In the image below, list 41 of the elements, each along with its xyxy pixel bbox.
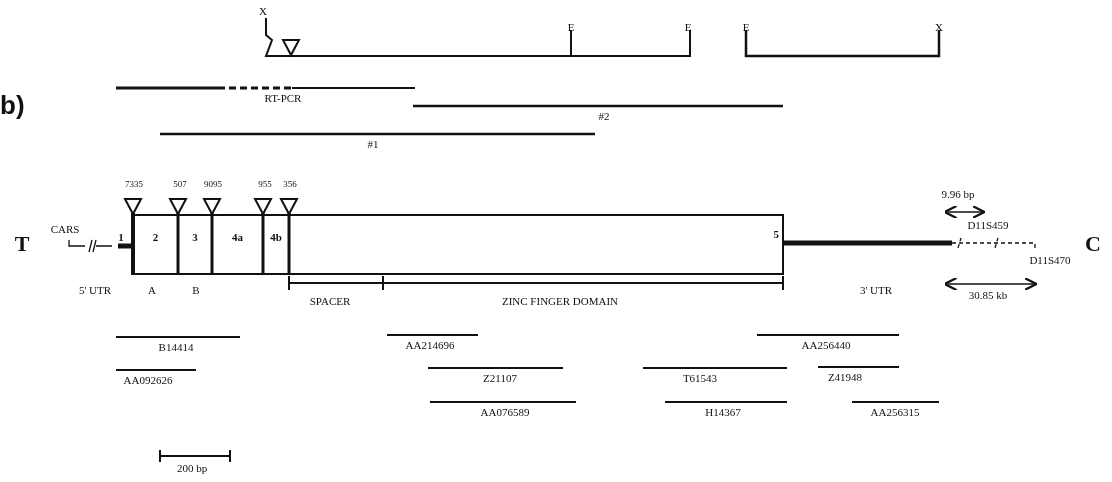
clone-label: RT-PCR bbox=[264, 93, 302, 104]
est-label: AA256440 bbox=[801, 340, 851, 351]
region-label: A bbox=[148, 285, 156, 296]
est-label: AA092626 bbox=[123, 375, 173, 386]
marker-label: D11S459 bbox=[967, 220, 1009, 231]
exon-number: 4a bbox=[232, 231, 243, 243]
est-label: AA214696 bbox=[405, 340, 455, 351]
region-label: 3' UTR bbox=[859, 285, 893, 296]
est-label: T61543 bbox=[682, 373, 718, 384]
marker-label: D11S470 bbox=[1029, 255, 1071, 266]
restriction-site-label: X bbox=[935, 22, 943, 33]
insertion-size-label: 955 bbox=[258, 180, 272, 189]
insertion-size-label: 7335 bbox=[125, 180, 143, 189]
est-label: Z21107 bbox=[483, 373, 517, 384]
clone-label: #2 bbox=[598, 111, 610, 122]
region-label: 5' UTR bbox=[78, 285, 112, 296]
exon-number: 4b bbox=[270, 231, 282, 243]
insertion-size-label: 356 bbox=[283, 180, 297, 189]
exon-number: 5 bbox=[773, 228, 779, 240]
panel-label: b) bbox=[0, 92, 25, 118]
est-label: H14367 bbox=[705, 407, 741, 418]
exon-number: 3 bbox=[192, 231, 198, 243]
region-label: B bbox=[192, 285, 200, 296]
distance-label: 9.96 bp bbox=[941, 189, 975, 200]
exon-number: 1 bbox=[118, 231, 124, 243]
domain-label: SPACER bbox=[309, 296, 351, 307]
est-label: AA076589 bbox=[480, 407, 530, 418]
gene-label: CARS bbox=[50, 224, 80, 235]
exon-number: 2 bbox=[152, 231, 159, 243]
clone-label: #1 bbox=[367, 139, 379, 150]
est-label: Z41948 bbox=[827, 372, 863, 383]
distance-label: 30.85 kb bbox=[968, 290, 1008, 301]
insertion-size-label: 507 bbox=[173, 180, 187, 189]
est-label: AA256315 bbox=[870, 407, 920, 418]
domain-label: ZINC FINGER DOMAIN bbox=[501, 296, 619, 307]
end-label: C bbox=[1085, 233, 1101, 255]
restriction-site-label: X bbox=[259, 6, 267, 17]
scale-label: 200 bp bbox=[176, 463, 208, 474]
insertion-size-label: 9095 bbox=[204, 180, 222, 189]
est-label: B14414 bbox=[158, 342, 194, 353]
end-label: T bbox=[14, 233, 30, 255]
